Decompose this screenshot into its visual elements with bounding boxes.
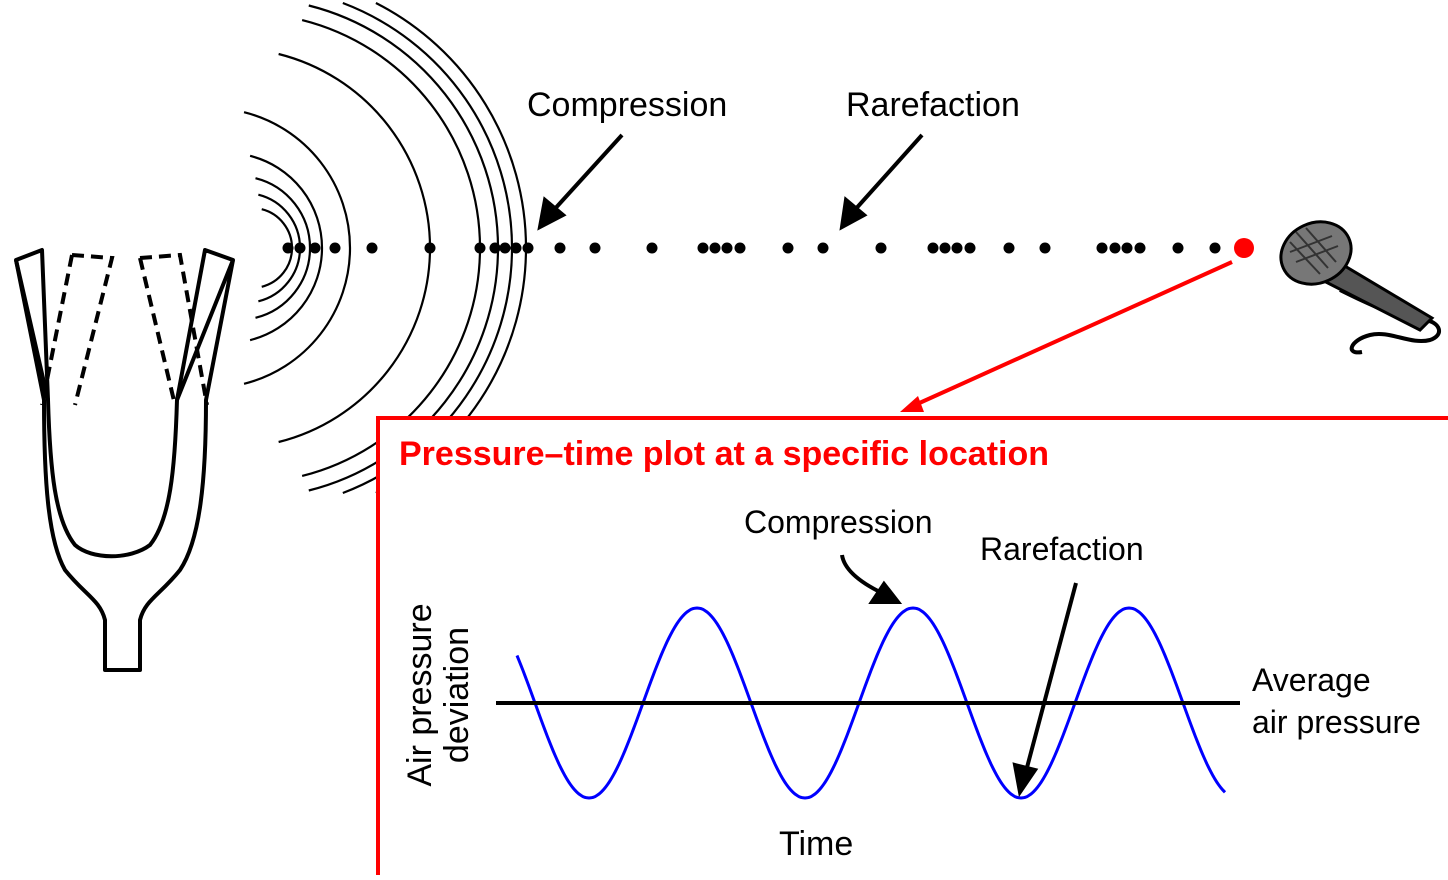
average-label-line1: Average xyxy=(1252,662,1371,698)
air-particle-dot xyxy=(1209,242,1221,254)
air-particle-dot xyxy=(734,242,746,254)
air-particle-dot xyxy=(510,242,522,254)
panel-compression-arrow-head xyxy=(868,580,903,604)
measurement-point xyxy=(1234,238,1254,258)
x-axis-label: Time xyxy=(779,825,854,863)
compression-arrow-head xyxy=(537,196,567,231)
wavefront-arc xyxy=(243,111,352,385)
air-particles xyxy=(282,242,1221,254)
panel-rarefaction-label: Rarefaction xyxy=(980,531,1144,567)
panel-arrows xyxy=(840,554,1078,798)
air-particle-dot xyxy=(1039,242,1051,254)
air-particle-dot xyxy=(1134,242,1146,254)
air-particle-dot xyxy=(474,242,486,254)
air-particle-dot xyxy=(282,242,294,254)
air-particle-dot xyxy=(294,242,306,254)
air-particle-dot xyxy=(1172,242,1184,254)
panel-rarefaction-arrow-head xyxy=(1012,762,1039,798)
y-axis-label: Air pressure deviation xyxy=(401,590,477,800)
air-particle-dot xyxy=(1121,242,1133,254)
air-particle-dot xyxy=(309,242,321,254)
air-particle-dot xyxy=(964,242,976,254)
wavefront-arc xyxy=(249,154,324,342)
rarefaction-arrow-head xyxy=(839,196,868,231)
air-particle-dot xyxy=(589,242,601,254)
air-particle-dot xyxy=(424,242,436,254)
top-arrows xyxy=(537,133,924,231)
air-particle-dot xyxy=(489,242,501,254)
air-particle-dot xyxy=(782,242,794,254)
air-particle-dot xyxy=(927,242,939,254)
air-particle-dot xyxy=(1109,242,1121,254)
wavefront-arc xyxy=(301,18,482,478)
plot-panel-frame xyxy=(376,416,1448,880)
average-label-line2: air pressure xyxy=(1252,703,1421,740)
air-particle-dot xyxy=(939,242,951,254)
air-particle-dot xyxy=(817,242,829,254)
compression-arrow-shaft xyxy=(550,133,624,214)
tuning-fork-icon xyxy=(14,248,235,672)
top-rarefaction-label: Rarefaction xyxy=(846,86,1020,124)
air-particle-dot xyxy=(646,242,658,254)
y-axis-label-line2: deviation xyxy=(438,626,477,764)
air-particle-dot xyxy=(709,242,721,254)
panel-rarefaction-arrow-shaft xyxy=(1023,582,1078,776)
air-particle-dot xyxy=(875,242,887,254)
panel-title: Pressure–time plot at a specific locatio… xyxy=(399,435,1050,473)
tuning-fork-displaced-prongs xyxy=(40,252,209,406)
panel-compression-arrow-shaft xyxy=(840,554,883,595)
air-particle-dot xyxy=(697,242,709,254)
pointer-arrow xyxy=(900,260,1233,412)
y-axis-label-line1: Air pressure xyxy=(401,603,439,787)
air-particle-dot xyxy=(1096,242,1108,254)
pressure-wave-curve xyxy=(515,606,1227,800)
air-particle-dot xyxy=(522,242,534,254)
air-particle-dot xyxy=(554,242,566,254)
panel-compression-label: Compression xyxy=(744,504,933,540)
air-particle-dot xyxy=(1003,242,1015,254)
average-label: Average air pressure xyxy=(1252,660,1421,743)
top-compression-label: Compression xyxy=(527,86,728,124)
microphone-icon xyxy=(1279,220,1441,355)
rarefaction-arrow-shaft xyxy=(851,133,924,214)
air-particle-dot xyxy=(499,242,511,254)
air-particle-dot xyxy=(951,242,963,254)
air-particle-dot xyxy=(366,242,378,254)
air-particle-dot xyxy=(721,242,733,254)
air-particle-dot xyxy=(329,242,341,254)
